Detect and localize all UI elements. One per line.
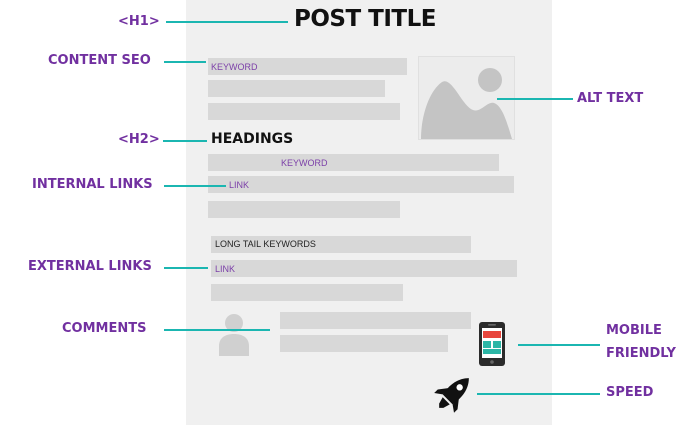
rocket-icon: [434, 378, 469, 413]
internal-link-text[interactable]: LINK: [229, 180, 250, 190]
keyword-placeholder-text: KEYWORD: [281, 158, 328, 168]
connector-line: [166, 21, 288, 23]
label-mobile-friendly-line2: FRIENDLY: [606, 346, 676, 361]
connector-line: [163, 140, 207, 142]
label-internal-links: INTERNAL LINKS: [32, 177, 153, 192]
external-link-text[interactable]: LINK: [215, 264, 236, 274]
text-line-keyword: [208, 154, 499, 171]
image-placeholder-icon: [418, 56, 515, 140]
connector-line: [477, 393, 600, 395]
text-line: [208, 201, 400, 218]
section-heading: HEADINGS: [211, 131, 294, 147]
label-mobile-friendly-line1: MOBILE: [606, 323, 662, 338]
label-h1: <H1>: [118, 14, 160, 29]
text-line-long-tail: [211, 236, 471, 253]
text-line-link: [208, 176, 514, 193]
comment-line: [280, 312, 471, 329]
mobile-phone-icon: [479, 322, 505, 366]
post-title: POST TITLE: [294, 6, 436, 32]
text-line: [208, 103, 400, 120]
connector-line: [164, 61, 206, 63]
label-alt-text: ALT TEXT: [577, 91, 644, 106]
connector-line: [164, 185, 226, 187]
connector-line: [497, 98, 573, 100]
comment-line: [280, 335, 448, 352]
long-tail-keywords-text: LONG TAIL KEYWORDS: [215, 239, 316, 249]
label-h2: <H2>: [118, 132, 160, 147]
label-comments: COMMENTS: [62, 321, 147, 336]
text-line: [211, 284, 403, 301]
connector-line: [518, 344, 600, 346]
keyword-placeholder-text: KEYWORD: [211, 62, 258, 72]
text-line-link: [211, 260, 517, 277]
user-avatar-icon: [219, 314, 249, 356]
connector-line: [164, 267, 208, 269]
connector-line: [164, 329, 270, 331]
label-external-links: EXTERNAL LINKS: [28, 259, 152, 274]
label-content-seo: CONTENT SEO: [48, 53, 151, 68]
label-speed: SPEED: [606, 385, 654, 400]
text-line-keyword: [208, 58, 407, 75]
text-line: [208, 80, 385, 97]
